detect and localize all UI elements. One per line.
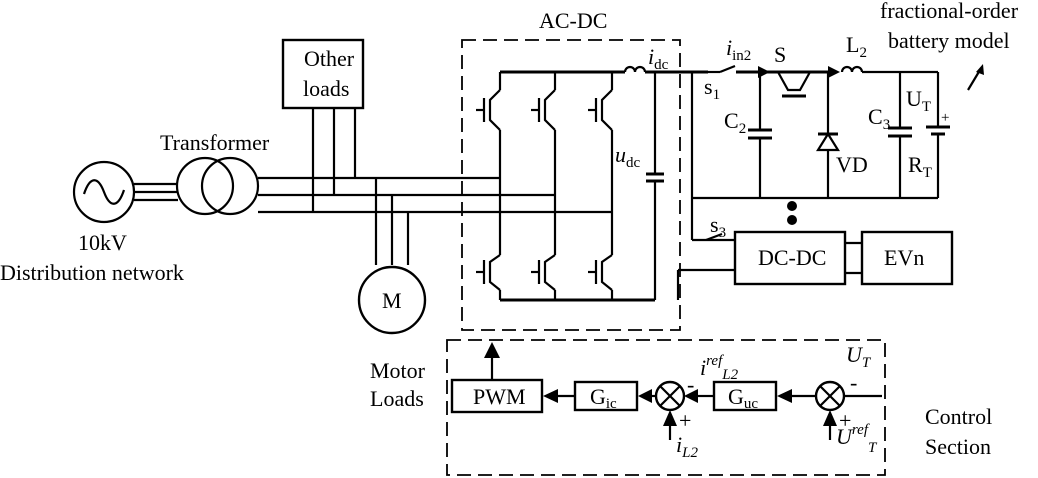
s-label: S [774, 42, 786, 67]
dc-inductor-icon [623, 65, 647, 73]
ut-label: UT [906, 86, 931, 115]
switch-s-icon [777, 71, 811, 92]
plus-sign-uref: + [839, 408, 851, 433]
uref-t-label: UrefT [836, 422, 878, 456]
iref-l2-label: irefL2 [700, 353, 739, 383]
fractional-model-label-1: fractional-order [880, 0, 1019, 23]
s3-label: s3 [710, 212, 726, 241]
inductor-current-arrow-icon [828, 66, 840, 78]
transformer-primary-coil-icon [175, 156, 235, 216]
c3-label: C3 [868, 104, 890, 133]
motor-loads-label-1: Motor [370, 358, 426, 383]
l2-label: L2 [846, 32, 867, 61]
s1-label: s1 [704, 74, 720, 103]
battery-positive-sign: + [941, 110, 949, 126]
transformer-secondary-coil-icon [200, 156, 260, 216]
other-loads-label-2: loads [303, 76, 349, 101]
ut-feedback-label: UT [846, 342, 872, 371]
control-label-2: Section [925, 434, 991, 459]
arrow-to-pwm-icon [543, 389, 558, 403]
rectifier-switches [498, 72, 614, 300]
arrow-to-guc-icon [777, 389, 792, 403]
gic-label: Gic [590, 384, 617, 412]
u-dc-label: udc [615, 142, 641, 171]
c2-label: C2 [724, 108, 746, 137]
il2-feedback-label: iL2 [676, 432, 698, 461]
i-dc-label: idc [648, 44, 669, 73]
uref-input-arrow-icon [823, 410, 837, 426]
mosfet-icon [476, 89, 613, 291]
guc-label: Guc [728, 384, 758, 412]
ac-dc-boundary [461, 39, 681, 331]
i-in2-label: iin2 [726, 35, 751, 64]
ev-label: EVn [884, 245, 924, 270]
ellipsis-dot [787, 215, 797, 225]
rt-label: RT [908, 152, 932, 181]
minus-sign-iref: - [687, 372, 694, 397]
motor-symbol: M [382, 288, 402, 313]
switch-s1-icon [719, 64, 736, 74]
switch-s3-icon [705, 232, 723, 242]
il2-input-arrow-icon [663, 410, 677, 426]
ellipsis-dot [787, 201, 797, 211]
transformer-label: Transformer [160, 130, 270, 155]
control-section-boundary [446, 339, 886, 476]
sine-wave-icon [82, 179, 126, 205]
minus-sign-ut: - [850, 370, 857, 395]
ev-box [860, 230, 954, 286]
arrow-to-junction-icon [684, 389, 698, 403]
ac-dc-label: AC-DC [539, 8, 607, 33]
inductor-l2-icon [840, 65, 864, 73]
distribution-network-label: Distribution network [0, 260, 184, 285]
gic-box [573, 380, 639, 412]
diode-vd-icon [816, 131, 840, 152]
other-loads-box [281, 38, 365, 110]
dcdc-label: DC-DC [758, 245, 826, 270]
motor-icon [357, 265, 427, 335]
pwm-box [450, 378, 544, 414]
pwm-label: PWM [473, 384, 526, 409]
pwm-output-arrow-icon [484, 342, 500, 358]
voltage-label: 10kV [78, 230, 127, 255]
vd-label: VD [836, 152, 868, 177]
control-label-1: Control [925, 404, 992, 429]
plus-sign-il2: + [679, 408, 691, 433]
motor-loads-label-2: Loads [370, 386, 424, 411]
arrow-to-gic-icon [638, 389, 652, 403]
dcdc-box [733, 230, 847, 286]
fractional-model-label-2: battery model [888, 28, 1010, 53]
pointer-arrow-icon [967, 69, 981, 91]
other-loads-label-1: Other [304, 46, 355, 71]
